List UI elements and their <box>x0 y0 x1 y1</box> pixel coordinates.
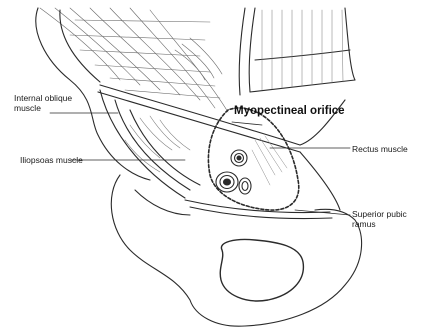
obturator-foramen <box>220 239 303 300</box>
label-superior-pubic-ramus: Superior pubic ramus <box>352 209 407 229</box>
label-internal-oblique: Internal oblique muscle <box>14 93 72 113</box>
myopectineal-orifice-outline <box>208 108 298 210</box>
iliopsoas-region <box>100 90 200 198</box>
label-rectus-muscle: Rectus muscle <box>352 144 408 154</box>
label-iliopsoas-muscle: Iliopsoas muscle <box>20 155 83 165</box>
pubic-bone <box>111 152 361 326</box>
label-myopectineal-orifice: Myopectineal orifice <box>234 105 345 117</box>
rectus-sheath <box>239 8 355 95</box>
